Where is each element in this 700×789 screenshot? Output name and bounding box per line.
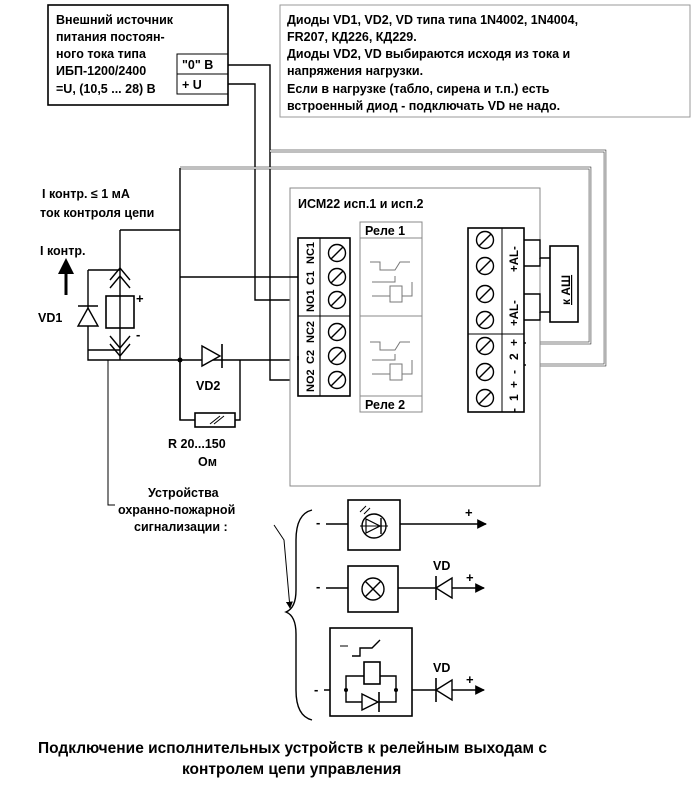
relay-pin-label: NO2 (305, 369, 317, 392)
device-minus: - (314, 682, 318, 697)
device-plus: + (466, 672, 474, 687)
note-line: Если в нагрузке (табло, сирена и т.п.) е… (287, 82, 550, 96)
relay-load-device: - VD + (314, 627, 485, 717)
relay-pin-label: C2 (305, 350, 317, 364)
vd2-label: VD2 (196, 379, 220, 393)
screw-terminal (475, 284, 495, 304)
power-pin-label: - (507, 408, 521, 412)
relay2-label: Реле 2 (365, 398, 405, 412)
screw-terminal (475, 256, 495, 276)
caption-line: Подключение исполнительных устройств к р… (38, 740, 547, 757)
load-relay-symbol: + - (105, 229, 180, 360)
resistor-r: R 20...150 Ом (168, 360, 241, 469)
source-terminal-plus: + U (182, 78, 202, 92)
relay1-label: Реле 1 (365, 224, 405, 238)
devices-label-line: Устройства (148, 486, 220, 500)
screw-terminal (327, 290, 347, 310)
relay-pin-label: NO1 (305, 289, 317, 312)
devices-label-line: охранно-пожарной (118, 503, 235, 517)
source-wires (228, 64, 298, 381)
screw-terminal (327, 267, 347, 287)
ism22-module: ИСМ22 исп.1 и исп.2 NC1 C1 NO1 NC2 C2 NO… (289, 187, 579, 487)
relay-pin-label: C1 (305, 271, 317, 285)
note-line: Диоды VD1, VD2, VD типа типа 1N4002, 1N4… (287, 13, 578, 27)
note-line: напряжения нагрузки. (287, 64, 423, 78)
relay2-contact-symbol (370, 341, 413, 381)
relay-wires (180, 276, 526, 366)
device-vd-label: VD (433, 559, 450, 573)
screw-terminal (327, 322, 347, 342)
current-direction-arrow (58, 258, 74, 295)
screw-terminal (475, 230, 495, 250)
screw-terminal (475, 388, 495, 408)
note-line: Диоды VD2, VD выбираются исходя из тока … (287, 47, 570, 61)
load-plus: + (136, 291, 144, 306)
device-plus: + (465, 505, 473, 520)
resistor-unit: Ом (198, 455, 217, 469)
diode-note-box: Диоды VD1, VD2, VD типа типа 1N4002, 1N4… (279, 4, 691, 118)
screw-terminal (327, 346, 347, 366)
power-pin-label: 1 (507, 394, 521, 401)
caption-line: контролем цепи управления (182, 761, 401, 778)
relay1-contact-symbol (370, 261, 413, 303)
load-minus: - (136, 327, 140, 342)
devices-brace (284, 509, 313, 721)
power-pin-label: - (507, 370, 521, 374)
source-text-line: питания постоян- (56, 30, 165, 44)
screw-terminal (327, 370, 347, 390)
relay-pin-label: NC2 (305, 321, 317, 343)
resistor-value: R 20...150 (168, 437, 226, 451)
device-minus: - (316, 579, 320, 594)
vd1-diode: VD1 (38, 269, 120, 351)
ash-label: к АШ (559, 275, 573, 305)
power-source-box: Внешний источник питания постоян- ного т… (47, 4, 229, 106)
al-pin-label: +AL- (509, 246, 521, 272)
led-indicator-device: - + (316, 499, 487, 551)
screw-terminal (475, 336, 495, 356)
screw-terminal (475, 310, 495, 330)
source-text-line: ного тока типа (56, 47, 147, 61)
devices-label-line: сигнализации : (134, 520, 228, 534)
power-pin-label: + (507, 381, 521, 388)
devices-label: Устройства охранно-пожарной сигнализации… (107, 360, 293, 609)
vd1-label: VD1 (38, 311, 62, 325)
lamp-device: - VD + (316, 559, 485, 613)
note-line: встроенный диод - подключать VD не надо. (287, 99, 560, 113)
device-plus: + (466, 570, 474, 585)
device-vd-label: VD (433, 661, 450, 675)
note-line: FR207, КД226, КД229. (287, 30, 417, 44)
power-pin-label: + (507, 339, 521, 346)
screw-terminal (327, 243, 347, 263)
al-pin-label: +AL- (509, 300, 521, 326)
control-current-label: I контр. ≤ 1 мА (42, 187, 130, 201)
source-terminal-zero: "0" В (182, 58, 213, 72)
screw-terminal (475, 362, 495, 382)
source-text-line: =U, (10,5 ... 28) В (56, 82, 156, 96)
vd2-diode: VD2 (87, 344, 298, 393)
source-text-line: ИБП-1200/2400 (56, 64, 146, 78)
relay-pin-label: NC1 (305, 242, 317, 264)
module-title: ИСМ22 исп.1 и исп.2 (298, 197, 424, 211)
source-text-line: Внешний источник (56, 13, 174, 27)
control-current-arrow-label: I контр. (40, 244, 85, 258)
control-current-sublabel: ток контроля цепи (40, 206, 154, 220)
device-minus: - (316, 515, 320, 530)
power-pin-label: 2 (507, 353, 521, 360)
